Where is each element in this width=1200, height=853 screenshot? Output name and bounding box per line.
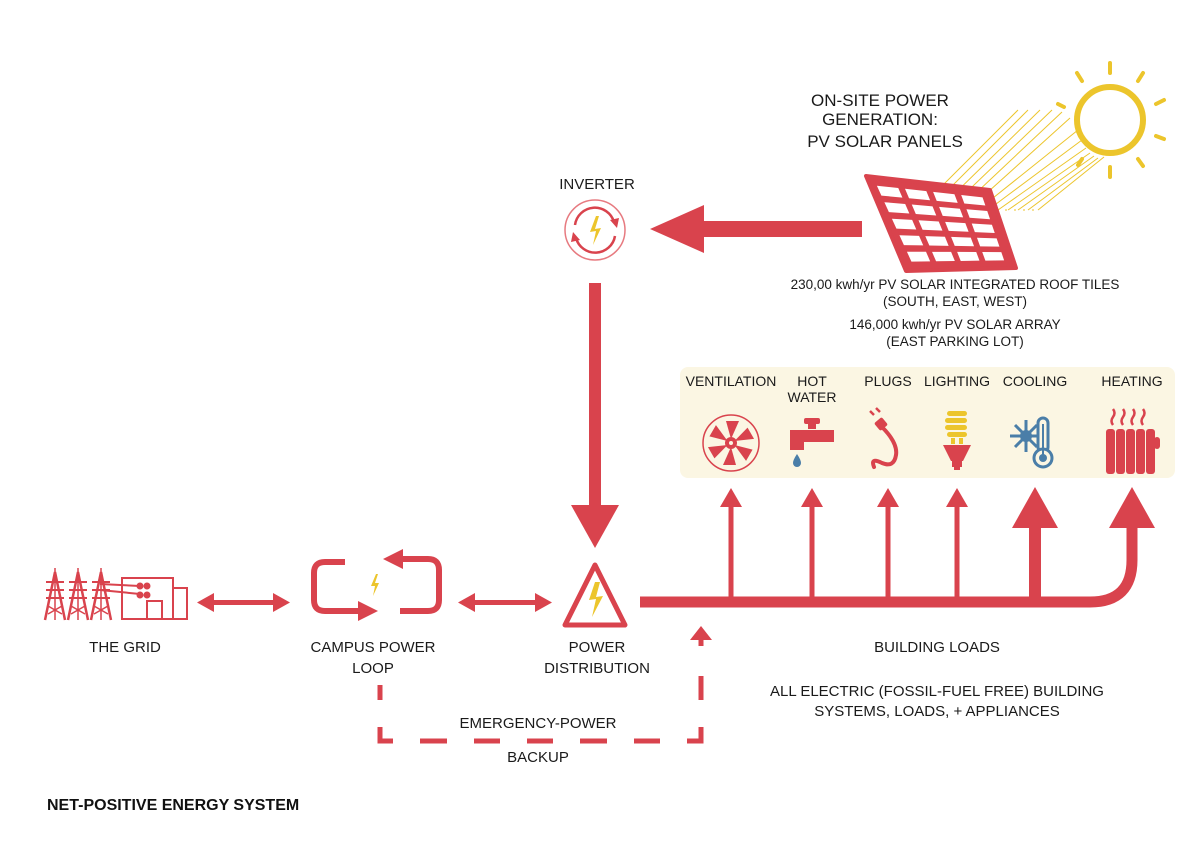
solar-cell: [961, 194, 986, 206]
solar-cell: [966, 209, 991, 220]
generation-notes: 230,00 kwh/yr PV SOLAR INTEGRATED ROOF T…: [791, 277, 1120, 349]
solar-roof-tiles-note: 230,00 kwh/yr PV SOLAR INTEGRATED ROOF T…: [791, 277, 1120, 292]
arrow-panel-to-inverter: [650, 205, 862, 253]
solar-cell: [945, 221, 969, 232]
power-grid-icon: [43, 568, 188, 621]
load-label: PLUGS: [864, 373, 911, 389]
load-arrow: [946, 488, 968, 599]
inverter-label: INVERTER: [559, 176, 635, 193]
solar-array-note: 146,000 kwh/yr PV SOLAR ARRAY: [849, 317, 1060, 332]
campus-loop-label-line: CAMPUS POWER: [310, 639, 435, 656]
distribution-label-line: POWER: [569, 639, 626, 656]
arrow-campus-distribution: [458, 593, 552, 612]
arrow-grid-campus: [197, 593, 290, 612]
radiator-icon: [1106, 408, 1160, 474]
solar-cell: [971, 223, 995, 233]
grid-label: THE GRID: [89, 639, 161, 656]
backup-label-line: EMERGENCY-POWER: [460, 715, 617, 732]
solar-cell: [918, 220, 943, 231]
solar-array-location: (EAST PARKING LOT): [886, 334, 1024, 349]
load-arrow: [720, 488, 742, 599]
load-label: LIGHTING: [924, 373, 990, 389]
solar-cell: [899, 235, 924, 246]
load-label: HEATING: [1101, 373, 1162, 389]
emergency-backup-path: [377, 640, 704, 744]
transmission-tower: [89, 568, 113, 621]
solar-cell: [911, 204, 937, 216]
solar-panel-icon: [864, 174, 1018, 273]
generation-title: ON-SITE POWER GENERATION: PV SOLAR PANEL…: [807, 91, 963, 151]
building-loads-bus: [640, 520, 1138, 608]
diagram-title: NET-POSITIVE ENERGY SYSTEM: [47, 797, 299, 814]
generation-title-line: GENERATION:: [822, 110, 938, 129]
solar-cell: [932, 251, 955, 262]
backup-label-line: BACKUP: [507, 749, 569, 766]
load-label: VENTILATION: [686, 373, 777, 389]
generation-title-line: ON-SITE POWER: [811, 91, 949, 110]
sun-icon: [1056, 61, 1166, 179]
solar-cell: [891, 218, 917, 230]
building-loads-label: BUILDING LOADS: [874, 639, 1000, 656]
building-loads-description-line: ALL ELECTRIC (FOSSIL-FUEL FREE) BUILDING: [770, 683, 1104, 700]
plug-icon: [869, 407, 899, 469]
solar-cell: [951, 236, 975, 247]
faucet-icon: [790, 418, 834, 467]
power-loop-icon: [311, 549, 442, 621]
building-loads-description-line: SYSTEMS, LOADS, + APPLIANCES: [814, 703, 1060, 720]
backup-arrowhead: [690, 626, 712, 640]
solar-cell: [933, 191, 958, 203]
transmission-tower: [43, 568, 67, 621]
load-arrow: [877, 488, 899, 599]
inverter-icon: [564, 199, 626, 261]
campus-loop-label-line: LOOP: [352, 660, 394, 677]
arrow-inverter-to-distribution: [571, 283, 619, 548]
solar-cell: [876, 185, 903, 198]
transmission-tower: [66, 568, 90, 621]
fan-icon: [702, 414, 760, 472]
solar-cell: [925, 236, 949, 246]
load-label: HOT: [797, 373, 827, 389]
solar-cell: [982, 252, 1005, 261]
snowflake-thermometer-icon: [1010, 416, 1054, 469]
solar-cell: [957, 251, 980, 261]
generation-title-line: PV SOLAR PANELS: [807, 132, 963, 151]
load-arrow: [1012, 487, 1058, 600]
load-label: COOLING: [1003, 373, 1068, 389]
load-label: WATER: [788, 389, 837, 405]
load-arrow: [801, 488, 823, 599]
high-voltage-icon: [562, 562, 628, 628]
loads-panel: [680, 367, 1175, 478]
light-bulb-icon: [943, 411, 971, 470]
solar-roof-tiles-orientation: (SOUTH, EAST, WEST): [883, 294, 1027, 309]
solar-cell: [939, 206, 964, 218]
solar-cell: [884, 202, 910, 214]
solar-cell: [904, 188, 931, 201]
solar-cell: [976, 237, 1000, 247]
load-arrow: [1109, 487, 1155, 528]
distribution-label-line: DISTRIBUTION: [544, 660, 650, 677]
load-arrows: [720, 487, 1155, 600]
solar-cell: [906, 251, 931, 262]
